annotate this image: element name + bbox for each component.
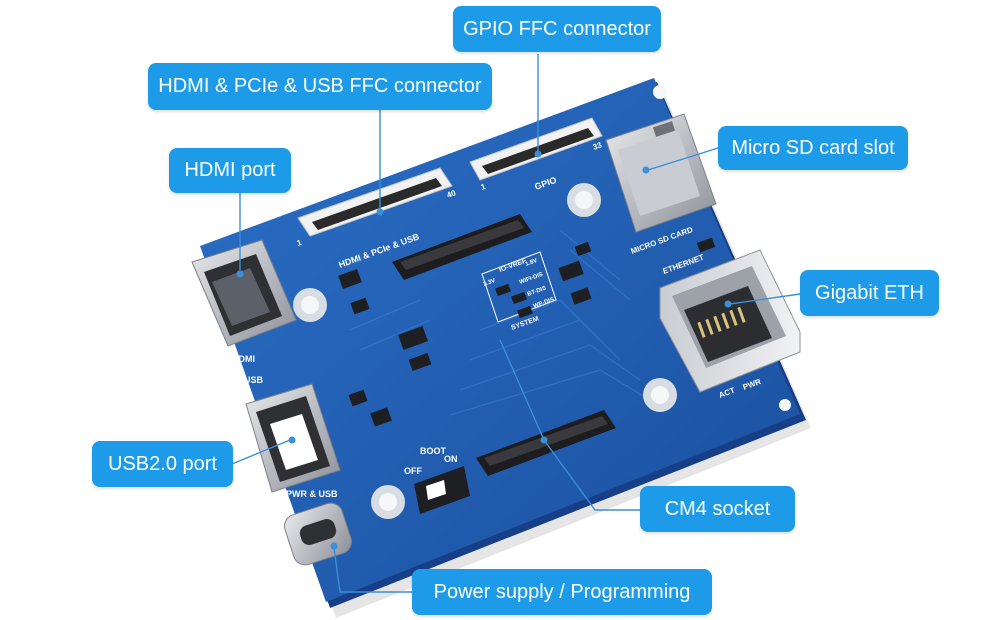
mounting-holes — [293, 85, 791, 519]
silk-pwr-usb: PWR & USB — [286, 489, 338, 499]
config-jumpers — [481, 251, 557, 323]
pcb-traces — [349, 229, 651, 416]
silk-off: OFF — [404, 466, 422, 476]
silk-pin-1-right: 1 — [480, 182, 488, 192]
silk-3v3: 3.3V — [483, 278, 497, 288]
leader-dots — [236, 150, 732, 550]
silk-usb: USB — [244, 375, 264, 385]
boot-switch — [414, 466, 470, 514]
silk-hdmi: HDMI — [232, 354, 255, 364]
hdmi-port — [191, 239, 297, 347]
silk-1v8: 1.8V — [525, 258, 539, 268]
micro-sd-slot — [605, 113, 717, 233]
smd-components — [338, 237, 716, 427]
callout-cm4-socket: CM4 socket — [640, 486, 795, 532]
hdmi-pcie-usb-ffc-connector — [297, 167, 453, 237]
silk-pin-40: 40 — [446, 188, 458, 200]
callout-hdmi-pcie-usb-ffc-connector: HDMI & PCIe & USB FFC connector — [148, 63, 492, 110]
leader-lines — [231, 54, 801, 593]
callout-power-supply-programming: Power supply / Programming — [412, 569, 712, 615]
silk-pin-33: 33 — [592, 140, 604, 152]
callout-micro-sd-card-slot: Micro SD card slot — [718, 126, 908, 170]
silk-on: ON — [444, 454, 458, 464]
silk-boot: BOOT — [420, 446, 447, 456]
silk-pin-1-left: 1 — [296, 238, 304, 248]
callout-usb2-port: USB2.0 port — [92, 441, 233, 487]
callout-gpio-ffc-connector: GPIO FFC connector — [453, 6, 661, 52]
callout-hdmi-port: HDMI port — [169, 148, 291, 193]
callout-gigabit-eth: Gigabit ETH — [800, 270, 939, 316]
ethernet-jack — [659, 249, 801, 393]
